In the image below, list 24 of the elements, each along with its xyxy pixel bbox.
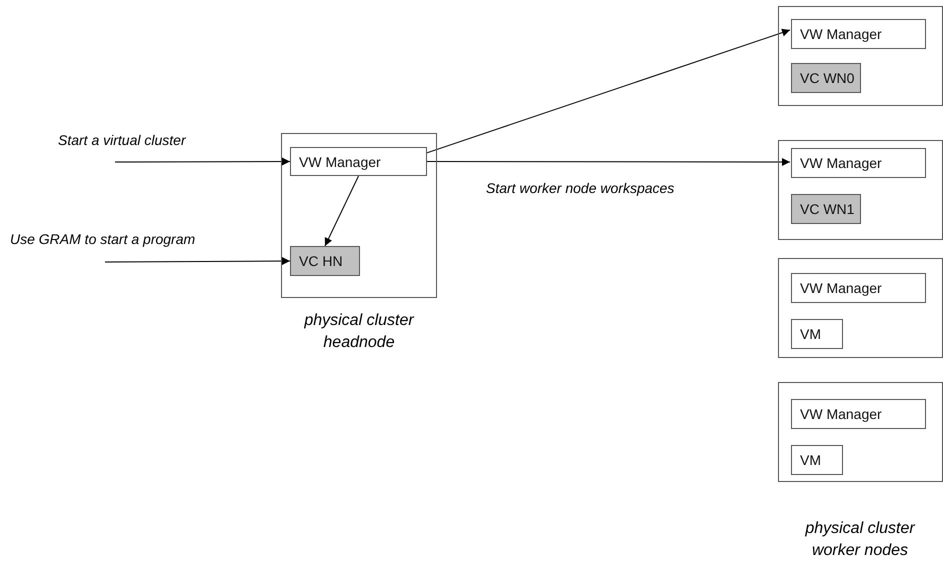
group-caption: physical cluster worker nodes xyxy=(804,519,916,561)
process-box: VW Manager xyxy=(791,399,926,429)
edge-label: Start a virtual cluster xyxy=(56,132,188,148)
vm-box: VC WN0 xyxy=(791,63,861,93)
arrow xyxy=(324,176,359,246)
process-box: VW Manager xyxy=(791,148,926,178)
process-box: VW Manager xyxy=(791,273,926,303)
vm-box: VC HN xyxy=(290,246,360,276)
process-box: VM xyxy=(791,319,843,349)
machine-frame xyxy=(778,140,943,240)
arrow xyxy=(426,28,790,154)
process-box: VM xyxy=(791,445,843,475)
process-box: VW Manager xyxy=(791,19,926,49)
edge-label: Start worker node workspaces xyxy=(484,180,676,196)
cluster-caption: physical cluster headnode xyxy=(303,311,416,353)
machine-frame xyxy=(778,258,943,358)
machine-frame xyxy=(778,6,943,106)
arrow xyxy=(114,158,290,166)
edge-label: Use GRAM to start a program xyxy=(8,231,198,247)
process-box: VW Manager xyxy=(290,147,427,176)
arrow xyxy=(104,257,290,266)
vm-box: VC WN1 xyxy=(791,194,861,224)
arrow xyxy=(426,158,790,166)
machine-frame xyxy=(778,382,943,482)
